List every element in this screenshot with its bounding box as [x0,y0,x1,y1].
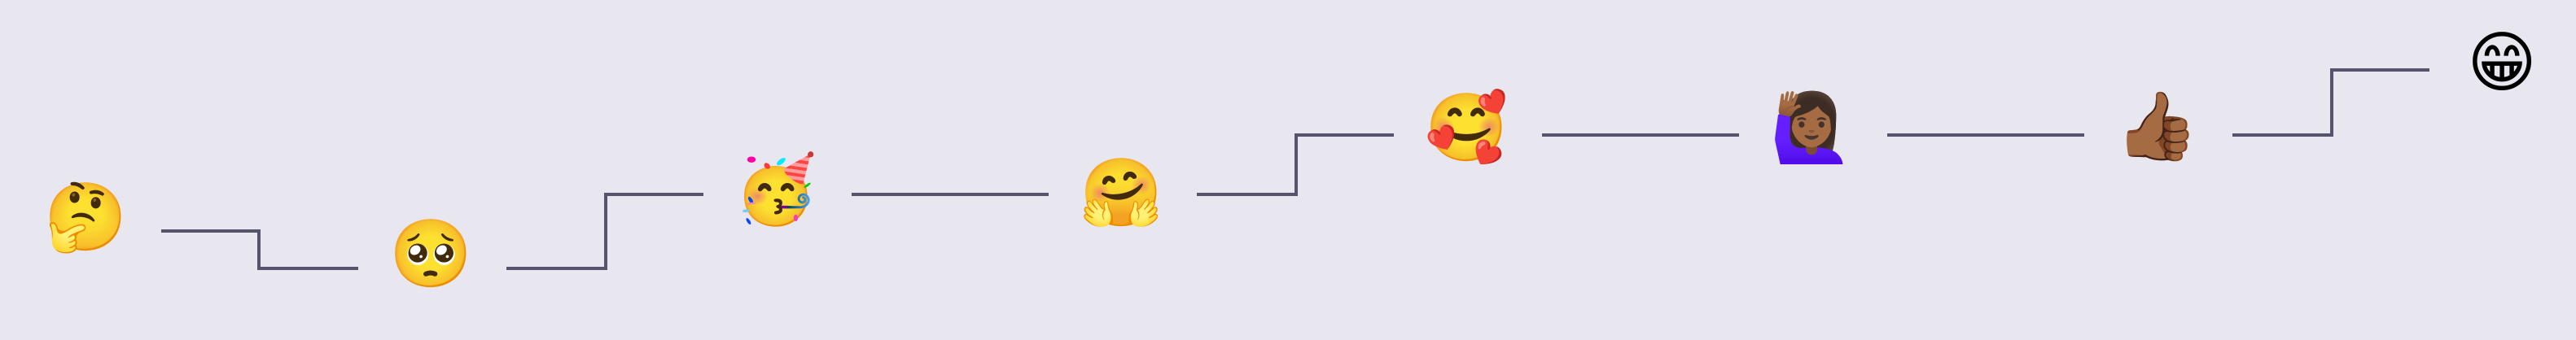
connector-2-up [506,193,703,270]
connector-4-up [1197,133,1394,196]
connector-7-up [2232,68,2429,137]
thumbs-up-icon: 👍🏾 [2114,88,2199,165]
hugging-face-icon: 🤗 [1079,155,1163,232]
partying-face-icon: 🥳 [734,151,818,229]
thinking-face-icon: 🤔 [43,179,128,256]
smiling-face-with-hearts-icon: 🥰 [1424,89,1509,167]
grinning-face-icon: 😁 [2467,24,2537,102]
connector-1-down [161,229,358,270]
woman-raising-hand-icon: 🙋🏾‍♀️ [1769,89,1854,167]
pleading-face-icon: 🥺 [388,216,473,293]
